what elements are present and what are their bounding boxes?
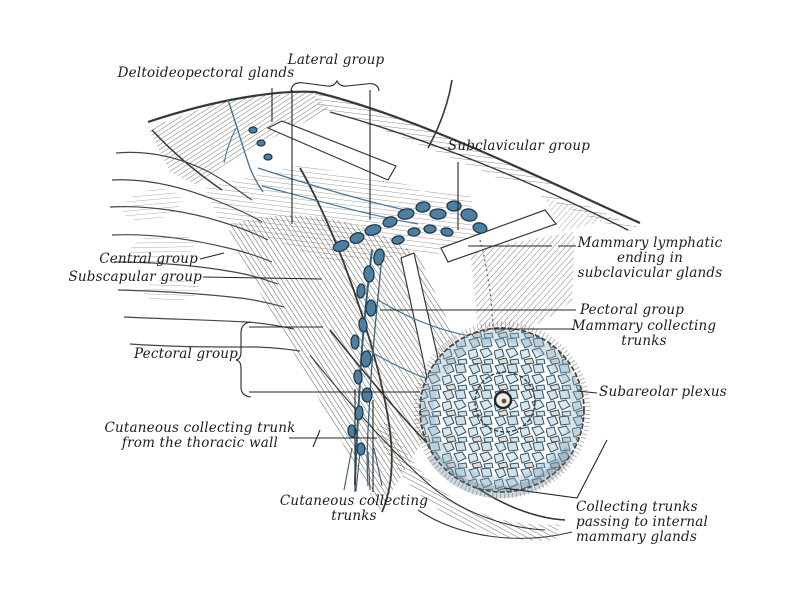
label-cutaneous-collecting-trunks: Cutaneous collecting trunks [279, 493, 429, 525]
leader-collecting-internal [503, 439, 608, 499]
label-line: mammary glands [576, 529, 697, 546]
label-mammary-lymphatic: Mammary lymphatic ending in subclavicula… [577, 235, 723, 282]
label-deltoideopectoral-glands: Deltoideopectoral glands [117, 65, 295, 81]
label-line: ending in [616, 250, 684, 267]
label-subareolar-plexus: Subareolar plexus [599, 384, 727, 400]
areola-ring [474, 371, 536, 433]
label-line: subclavicular glands [577, 265, 723, 282]
leader-subscapular-group [202, 276, 323, 280]
label-collecting-trunks-internal-mammary: Collecting trunks passing to internal ma… [576, 499, 709, 546]
label-cutaneous-collecting-trunk-thoracic: Cutaneous collecting trunk from the thor… [104, 420, 296, 452]
label-lateral-group: Lateral group [287, 52, 385, 68]
bracket-lateral-group [290, 79, 380, 92]
label-line: trunks [621, 333, 667, 350]
label-line: from the thoracic wall [121, 435, 279, 452]
label-line: Collecting trunks [576, 499, 698, 515]
bracket-pectoral-group [235, 321, 252, 398]
deltoideopectoral-node [248, 126, 258, 134]
label-line: trunks [331, 508, 377, 525]
nerve-vessel-lines [109, 151, 301, 352]
leader-central-group [199, 252, 225, 260]
label-subscapular-group: Subscapular group [68, 269, 202, 285]
leader-subareolar [576, 390, 598, 394]
leader-cutaneous-thoracic [289, 429, 377, 448]
leader-cutaneous-trunks [354, 389, 374, 492]
label-line: Mammary lymphatic [577, 235, 723, 251]
label-subclavicular-group: Subclavicular group [447, 138, 591, 154]
label-pectoral-group-left: Pectoral group [133, 346, 239, 362]
label-line: passing to internal [576, 514, 709, 531]
label-line: Cutaneous collecting [279, 493, 429, 509]
label-pectoral-group-right: Pectoral group [580, 302, 685, 318]
label-central-group: Central group [99, 251, 198, 267]
white-bands [266, 120, 638, 383]
breast-subareolar-plexus [413, 321, 591, 499]
leader-lines [199, 79, 608, 499]
arm-contour [427, 79, 453, 149]
label-mammary-collecting-trunks: Mammary collecting trunks [571, 318, 717, 350]
label-line: Mammary collecting [571, 318, 717, 334]
label-line: Cutaneous collecting trunk [104, 420, 296, 436]
body-outlines [147, 79, 641, 539]
nipple-center [501, 398, 507, 404]
